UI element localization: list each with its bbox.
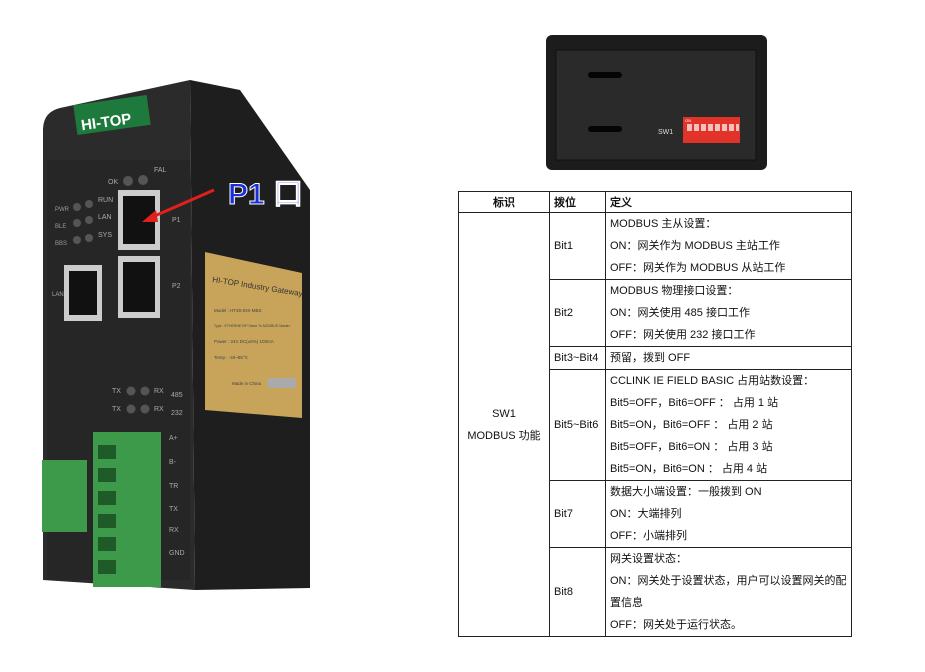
definition-line: ON：网关使用 485 接口工作 xyxy=(610,307,750,319)
led-label-tx485: TX xyxy=(112,388,121,395)
definition-cell: MODBUS 物理接口设置： ON：网关使用 485 接口工作 OFF：网关使用 2… xyxy=(605,279,852,347)
definition-line: 网关设置状态： xyxy=(610,553,687,565)
header-id: 标识 xyxy=(458,191,550,213)
definition-line: OFF：小端排列 xyxy=(610,530,687,542)
nameplate-line: Temp : -40~85°C xyxy=(214,355,249,360)
brand-logo: HI-TOP xyxy=(80,110,132,134)
led-label-pwr: PWR xyxy=(55,207,70,213)
definition-line: OFF：网关作为 MODBUS 从站工作 xyxy=(610,262,786,274)
led-label-bbs: BBS xyxy=(55,241,67,247)
table-row: Bit7 数据大小端设置：一般拨到 ON ON：大端排列 OFF：小端排列 xyxy=(459,480,852,548)
definition-line: MODBUS 物理接口设置： xyxy=(610,285,739,297)
definition-cell: MODBUS 主从设置： ON：网关作为 MODBUS 主站工作 OFF：网关作为 … xyxy=(605,212,852,280)
definition-line: ON：网关作为 MODBUS 主站工作 xyxy=(610,240,780,252)
p1-callout: P1 口 xyxy=(142,178,304,222)
led-label-485: 485 xyxy=(171,392,183,399)
definition-line: CCLINK IE FIELD BASIC 占用站数设置： xyxy=(610,375,815,387)
nameplate-line: Model : HT3S-EIS-MBS xyxy=(214,308,262,313)
callout-label: P1 口 xyxy=(228,178,303,211)
table-row: Bit2 MODBUS 物理接口设置： ON：网关使用 485 接口工作 OFF：网… xyxy=(459,279,852,347)
port-label-p1: P1 xyxy=(172,217,181,224)
terminal-label: TR xyxy=(169,483,178,490)
id-line: MODBUS 功能 xyxy=(467,429,541,442)
terminal-label: GND xyxy=(169,550,185,557)
led-label-ble: BLE xyxy=(55,224,66,230)
bit-cell: Bit1 xyxy=(549,212,606,280)
led-label-tx232: TX xyxy=(112,406,121,413)
bit-cell: Bit7 xyxy=(549,480,606,548)
bit-cell: Bit2 xyxy=(549,279,606,347)
device-bottom-view: SW1 ON xyxy=(546,35,767,170)
bit-cell: Bit5~Bit6 xyxy=(549,369,606,481)
terminal-label: TX xyxy=(169,506,178,513)
led-label-232: 232 xyxy=(171,410,183,417)
led-label-rx232: RX xyxy=(154,406,164,413)
led-label-sys: SYS xyxy=(98,232,112,239)
bit-cell: Bit3~Bit4 xyxy=(549,346,606,370)
led-label-rx485: RX xyxy=(154,388,164,395)
brand-badge xyxy=(73,94,151,136)
definition-cell: 预留，拨到 OFF xyxy=(605,346,852,370)
definition-line: ON：网关处于设置状态，用户可以设置网关的配置信息 xyxy=(610,575,847,609)
table-header-row: 标识 拨位 定义 xyxy=(458,191,852,213)
definition-line: MODBUS 主从设置： xyxy=(610,218,717,230)
definition-cell: 数据大小端设置：一般拨到 ON ON：大端排列 OFF：小端排列 xyxy=(605,480,852,548)
table-row: Bit3~Bit4 预留，拨到 OFF xyxy=(459,346,852,370)
definition-cell: CCLINK IE FIELD BASIC 占用站数设置： Bit5=OFF，Bi… xyxy=(605,369,852,481)
port-label-lan: LAN xyxy=(52,292,64,298)
dip-on-label: ON xyxy=(685,118,691,123)
definition-cell: 网关设置状态： ON：网关处于设置状态，用户可以设置网关的配置信息 OFF：网关处于… xyxy=(605,547,852,637)
table-row: Bit8 网关设置状态： ON：网关处于设置状态，用户可以设置网关的配置信息 OFF… xyxy=(459,547,852,637)
definition-line: ON：大端排列 xyxy=(610,508,682,520)
nameplate-made: Made in China xyxy=(232,381,262,386)
led-label-lan: LAN xyxy=(98,214,112,221)
definition-line: Bit5=OFF，Bit6=ON ： 占用 3 站 xyxy=(610,441,773,453)
header-bit: 拨位 xyxy=(549,191,606,213)
header-definition: 定义 xyxy=(605,191,852,213)
terminal-label: RX xyxy=(169,527,179,534)
definition-line: OFF：网关处于运行状态。 xyxy=(610,619,742,631)
nameplate xyxy=(205,252,302,418)
definition-line: OFF：网关使用 232 接口工作 xyxy=(610,329,756,341)
callout-arrow xyxy=(149,188,215,220)
bit-cell: Bit8 xyxy=(549,547,606,637)
id-line: SW1 xyxy=(492,407,516,420)
table-row: Bit5~Bit6 CCLINK IE FIELD BASIC 占用站数设置： B… xyxy=(459,369,852,481)
definition-line: Bit5=OFF，Bit6=OFF ： 占用 1 站 xyxy=(610,397,779,409)
port-label-p2: P2 xyxy=(172,283,181,290)
terminal-label: B- xyxy=(169,459,177,466)
device-front-view: HI-TOP OK FAL PWR BLE BBS RUN LAN SYS P1… xyxy=(42,80,310,590)
nameplate-line: Power : 24V DC(±5%) 100mA xyxy=(214,339,274,344)
led-label-run: RUN xyxy=(98,197,113,204)
definition-line: Bit5=ON，Bit6=ON ： 占用 4 站 xyxy=(610,463,768,475)
led-label-fal: FAL xyxy=(154,167,167,174)
nameplate-line: Type : ETHERNET/IP Slave To MODBUS Maste… xyxy=(214,324,291,328)
switch-label: SW1 xyxy=(658,129,673,136)
led-label-ok: OK xyxy=(108,179,118,186)
terminal-block-power xyxy=(42,460,87,532)
definition-line: Bit5=ON，Bit6=OFF ： 占用 2 站 xyxy=(610,419,773,431)
terminal-label: A+ xyxy=(169,435,178,442)
definition-line: 预留，拨到 OFF xyxy=(610,352,691,364)
definition-line: 数据大小端设置：一般拨到 ON xyxy=(610,486,762,498)
